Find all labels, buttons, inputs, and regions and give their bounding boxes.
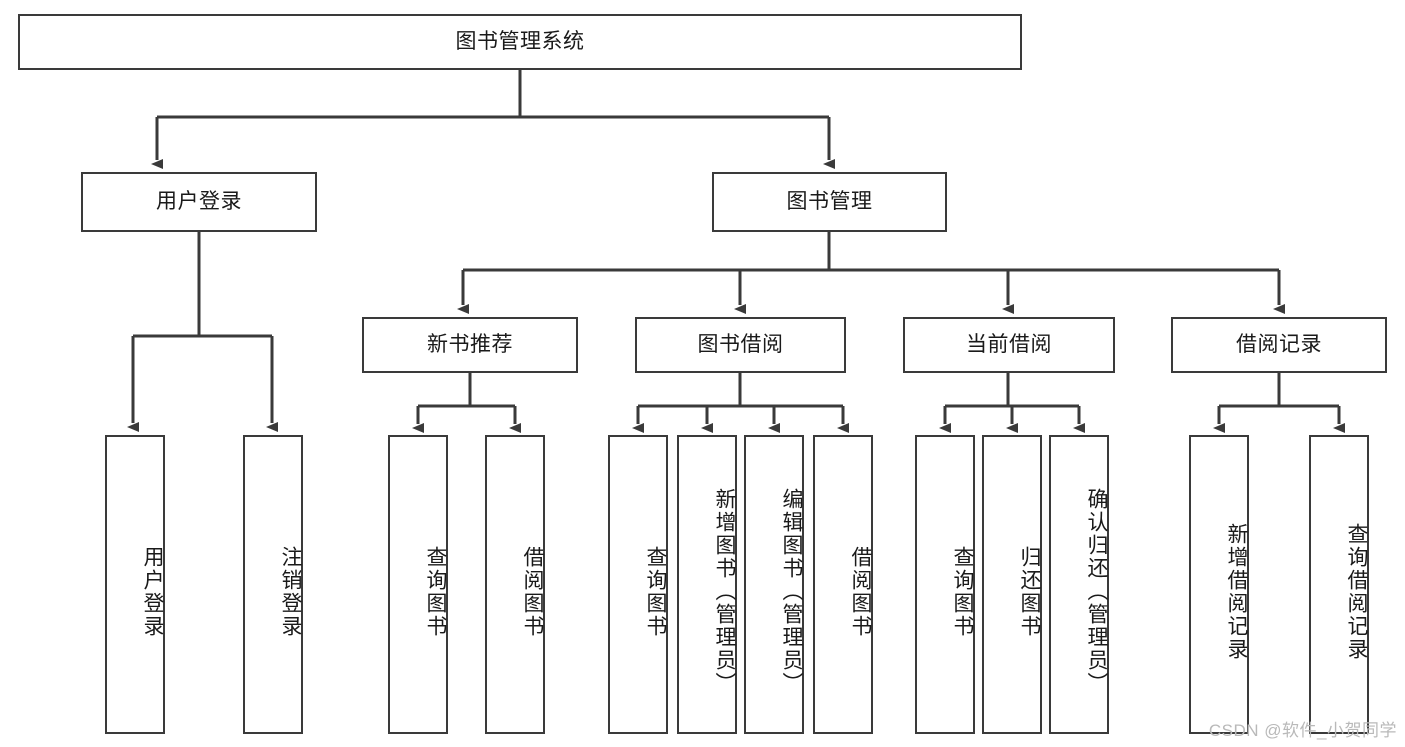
node-borrow-record-label: 借阅记录 (1236, 333, 1322, 357)
node-new-book-rec[interactable]: 新书推荐 (362, 317, 578, 373)
node-leaf-edit-book-label: 编辑图书（管理员） (780, 488, 803, 695)
node-leaf-query-record[interactable]: 查询借阅记录 (1309, 435, 1369, 734)
node-root[interactable]: 图书管理系统 (18, 14, 1022, 70)
node-leaf-return-book[interactable]: 归还图书 (982, 435, 1042, 734)
node-leaf-borrow-book-2-label: 借阅图书 (849, 545, 872, 638)
node-new-book-rec-label: 新书推荐 (427, 333, 513, 357)
node-leaf-confirm-return-label: 确认归还（管理员） (1085, 488, 1108, 695)
node-leaf-query-book-1-label: 查询图书 (424, 545, 447, 638)
node-book-manage[interactable]: 图书管理 (712, 172, 947, 232)
node-leaf-add-record-label: 新增借阅记录 (1225, 522, 1248, 661)
node-current-borrow-label: 当前借阅 (966, 333, 1052, 357)
node-leaf-query-book-1[interactable]: 查询图书 (388, 435, 448, 734)
node-leaf-edit-book[interactable]: 编辑图书（管理员） (744, 435, 804, 734)
node-leaf-borrow-book-1-label: 借阅图书 (521, 545, 544, 638)
node-leaf-query-book-2[interactable]: 查询图书 (608, 435, 668, 734)
node-leaf-user-login[interactable]: 用户登录 (105, 435, 165, 734)
node-leaf-query-book-2-label: 查询图书 (644, 545, 667, 638)
node-leaf-borrow-book-1[interactable]: 借阅图书 (485, 435, 545, 734)
node-leaf-logout-label: 注销登录 (279, 545, 302, 638)
node-current-borrow[interactable]: 当前借阅 (903, 317, 1115, 373)
node-root-label: 图书管理系统 (455, 30, 585, 54)
node-leaf-confirm-return[interactable]: 确认归还（管理员） (1049, 435, 1109, 734)
node-leaf-add-book-label: 新增图书（管理员） (713, 488, 736, 695)
node-book-borrow-label: 图书借阅 (697, 333, 784, 357)
node-leaf-query-record-label: 查询借阅记录 (1345, 522, 1368, 661)
node-book-borrow[interactable]: 图书借阅 (635, 317, 846, 373)
node-leaf-query-book-3[interactable]: 查询图书 (915, 435, 975, 734)
node-leaf-add-record[interactable]: 新增借阅记录 (1189, 435, 1249, 734)
node-leaf-query-book-3-label: 查询图书 (951, 545, 974, 638)
node-borrow-record[interactable]: 借阅记录 (1171, 317, 1387, 373)
node-user-login-label: 用户登录 (156, 190, 242, 214)
node-leaf-user-login-label: 用户登录 (141, 545, 164, 638)
node-leaf-borrow-book-2[interactable]: 借阅图书 (813, 435, 873, 734)
node-leaf-return-book-label: 归还图书 (1018, 545, 1041, 638)
node-leaf-logout[interactable]: 注销登录 (243, 435, 303, 734)
node-book-manage-label: 图书管理 (786, 190, 873, 214)
node-leaf-add-book[interactable]: 新增图书（管理员） (677, 435, 737, 734)
node-user-login[interactable]: 用户登录 (81, 172, 317, 232)
watermark-text: CSDN @软件_小贺同学 (1208, 721, 1397, 740)
